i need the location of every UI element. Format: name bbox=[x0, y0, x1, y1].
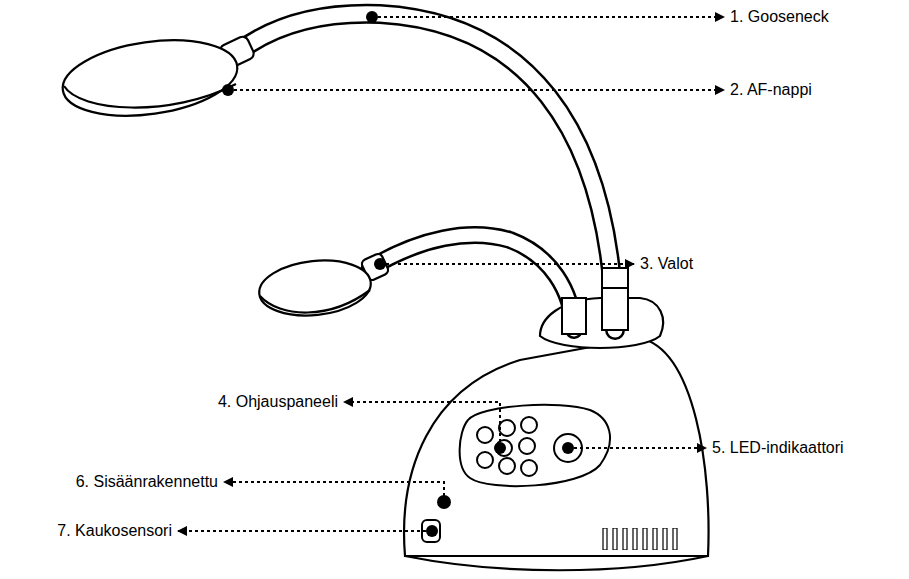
callout-label: 5. LED-indikaattori bbox=[710, 438, 846, 458]
front-sensors bbox=[422, 496, 450, 542]
leader-lines bbox=[178, 11, 724, 537]
callout-label: 7. Kaukosensori bbox=[55, 521, 174, 541]
control-panel bbox=[460, 405, 610, 486]
callout-label: 4. Ohjauspaneeli bbox=[216, 392, 340, 412]
callout-label: 6. Sisäänrakennettu bbox=[74, 472, 220, 492]
callout-label: 3. Valot bbox=[638, 254, 695, 274]
lamp-arm bbox=[370, 235, 586, 334]
lamp-head bbox=[256, 252, 389, 320]
callout-label: 1. Gooseneck bbox=[728, 7, 831, 27]
callout-label: 2. AF-nappi bbox=[728, 80, 814, 100]
gooseneck bbox=[238, 14, 628, 330]
camera-head bbox=[58, 30, 256, 126]
base bbox=[404, 298, 708, 570]
